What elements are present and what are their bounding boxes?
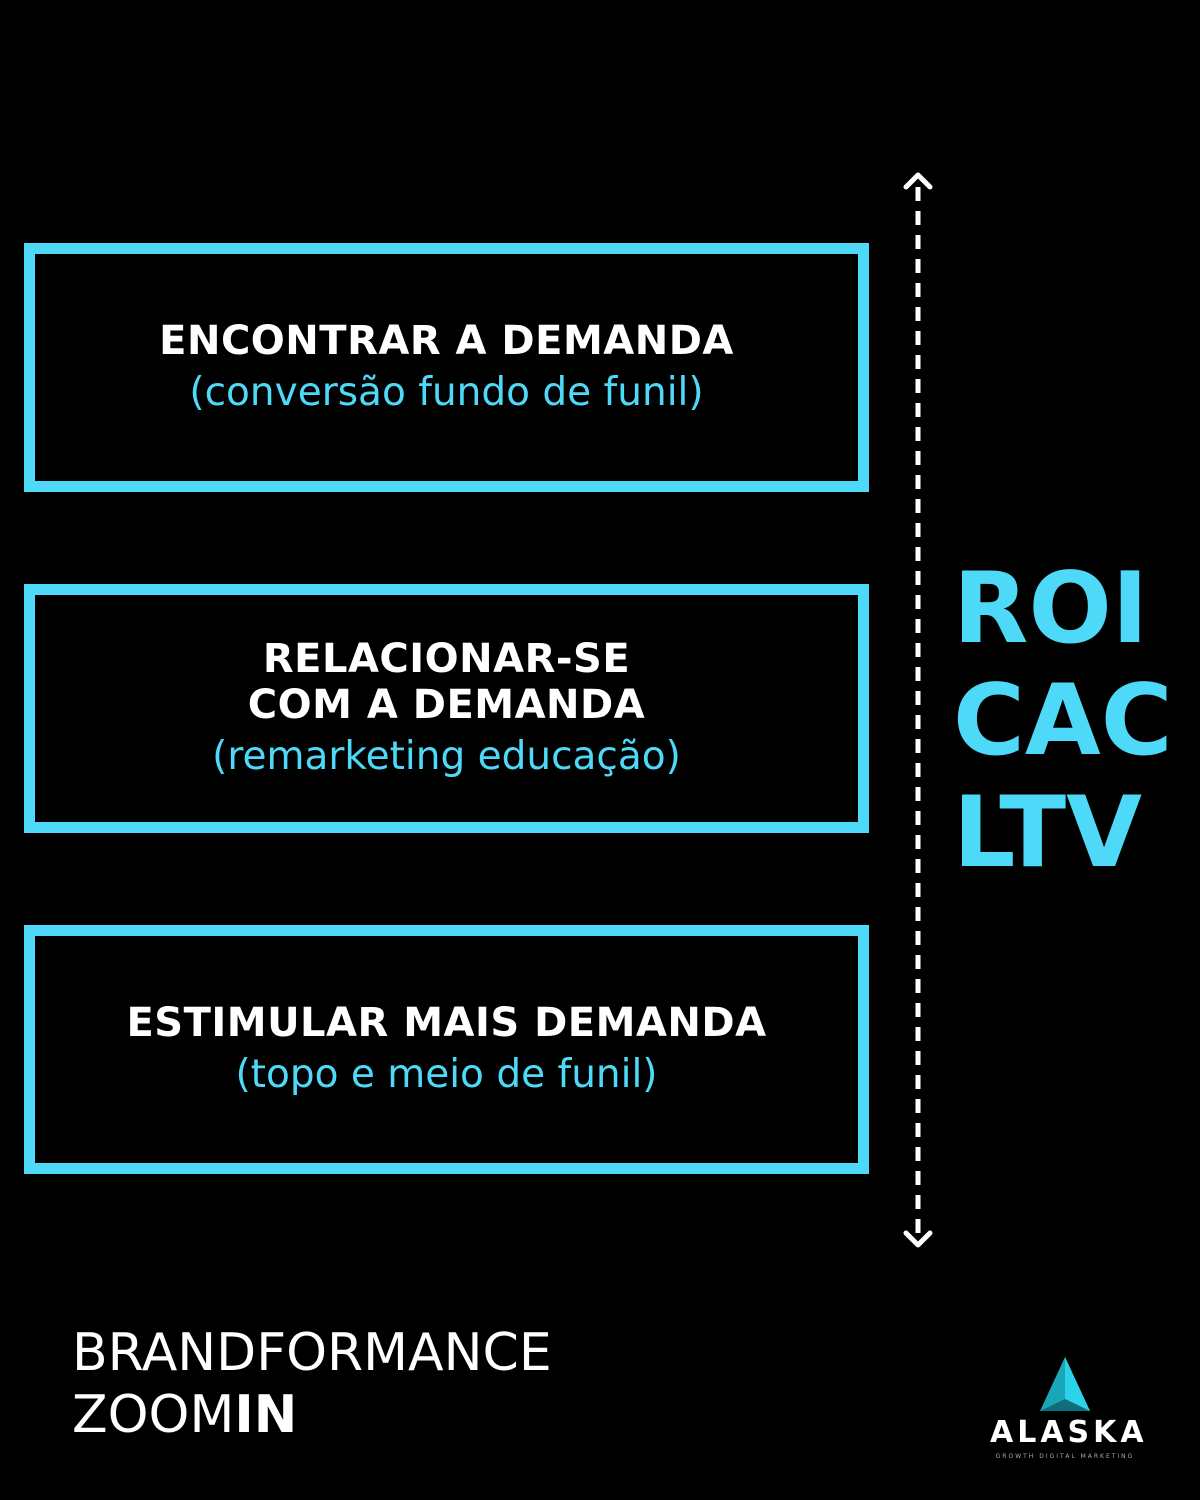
metric-cac: CAC	[953, 664, 1173, 778]
stage-box-stimulate-demand: ESTIMULAR MAIS DEMANDA (topo e meio de f…	[24, 925, 869, 1174]
logo-name: ALASKA	[990, 1415, 1148, 1450]
arrow-head-up-icon	[903, 172, 933, 190]
arrow-head-down-icon	[903, 1230, 933, 1248]
stage-title-line: ESTIMULAR MAIS DEMANDA	[126, 999, 767, 1046]
logo-triangle-base	[1040, 1399, 1090, 1411]
stage-title-line: RELACIONAR-SE	[262, 635, 631, 682]
stage-subtitle: (remarketing educação)	[212, 733, 681, 779]
alaska-logo: ALASKA GROWTH DIGITAL MARKETING	[990, 1355, 1148, 1465]
stage-box-relate-demand: RELACIONAR-SE COM A DEMANDA (remarketing…	[24, 584, 869, 833]
metrics-list: ROI CAC LTV	[953, 553, 1173, 889]
stage-title-line: COM A DEMANDA	[247, 681, 646, 728]
footer-zoom: ZOOM	[72, 1385, 235, 1445]
stage-box-find-demand: ENCONTRAR A DEMANDA (conversão fundo de …	[24, 243, 869, 492]
logo-triangle-front	[1065, 1357, 1090, 1411]
footer-zoomin: ZOOMIN	[72, 1384, 552, 1446]
stage-title: ENCONTRAR A DEMANDA	[159, 318, 734, 364]
footer-in: IN	[234, 1385, 298, 1445]
stage-title: ESTIMULAR MAIS DEMANDA	[126, 1000, 766, 1046]
triangle-mountain-icon	[1040, 1357, 1090, 1411]
metric-roi: ROI	[953, 552, 1149, 666]
stage-subtitle: (conversão fundo de funil)	[189, 369, 704, 415]
logo-tagline: GROWTH DIGITAL MARKETING	[995, 1453, 1135, 1460]
footer-brandformance: BRANDFORMANCE	[72, 1323, 552, 1383]
double-headed-dashed-arrow-icon	[903, 172, 933, 1248]
footer-brand: BRANDFORMANCE ZOOMIN	[72, 1322, 552, 1446]
stage-subtitle: (topo e meio de funil)	[235, 1051, 658, 1097]
metric-ltv: LTV	[953, 776, 1142, 890]
stage-title: RELACIONAR-SE COM A DEMANDA	[248, 636, 645, 728]
stage-title-line: ENCONTRAR A DEMANDA	[159, 317, 734, 364]
